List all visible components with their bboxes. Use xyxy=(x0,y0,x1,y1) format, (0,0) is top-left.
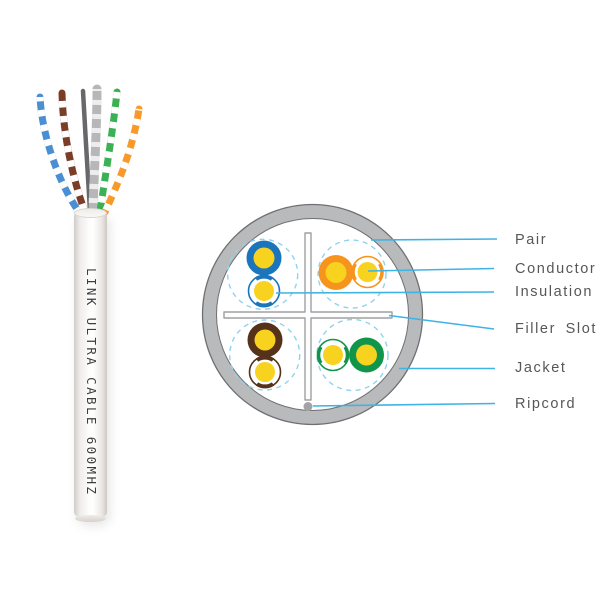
orange-stripe-arcs xyxy=(351,263,384,281)
label-pair: Pair xyxy=(515,232,548,248)
blue-pair-wire xyxy=(36,93,83,216)
orange-pair-wire xyxy=(101,105,143,216)
brown-striped-conductor xyxy=(255,362,275,382)
leader-line-conductor xyxy=(367,267,495,272)
pair-dashed-circles xyxy=(227,238,389,392)
label-conductor: Conductor xyxy=(515,261,597,277)
label-filler-slot: Filler Slot xyxy=(515,321,598,337)
blue-stripe-arcs xyxy=(254,274,274,308)
green-stripe-arcs xyxy=(316,346,350,364)
leader-line-pair xyxy=(370,238,498,241)
label-jacket: Jacket xyxy=(515,360,567,376)
label-ripcord: Ripcord xyxy=(515,396,577,412)
brown-stripe-arcs xyxy=(255,355,275,389)
cable-jacket-opening xyxy=(74,208,107,218)
dashed-circle-orange-pair xyxy=(317,239,387,309)
cable-print-text: LINK ULTRA CABLE 600MHZ xyxy=(84,268,99,497)
green-striped-conductor xyxy=(323,345,343,365)
dashed-circle-green-pair xyxy=(316,318,389,392)
blue-pair xyxy=(246,240,282,308)
dashed-circle-blue-pair xyxy=(227,238,299,310)
leader-lines xyxy=(275,238,498,407)
leader-line-insulation xyxy=(275,291,495,294)
orange-solid-conductor xyxy=(325,262,347,283)
leader-line-ripcord xyxy=(312,402,496,407)
green-pair-wire xyxy=(96,88,121,216)
gray-filler-ribbon xyxy=(88,84,102,216)
brown-solid-conductor xyxy=(254,329,276,351)
green-pair xyxy=(316,337,384,373)
brown-pair xyxy=(247,322,283,389)
cable-jacket-bottom xyxy=(75,515,106,522)
leader-line-filler-slot xyxy=(388,314,495,330)
cable-jacket xyxy=(74,208,107,522)
blue-striped-conductor xyxy=(254,281,274,301)
cable-wires-illustration xyxy=(36,84,143,216)
filler-slot-cross xyxy=(223,232,393,401)
orange-striped-conductor xyxy=(357,262,378,282)
dashed-circle-brown-pair xyxy=(229,319,301,391)
orange-pair xyxy=(318,255,384,290)
green-solid-conductor xyxy=(356,344,377,366)
blue-solid-conductor xyxy=(253,247,275,269)
label-insulation: Insulation xyxy=(515,284,594,300)
brown-pair-wire xyxy=(58,89,89,216)
ripcord-dot xyxy=(303,402,313,411)
